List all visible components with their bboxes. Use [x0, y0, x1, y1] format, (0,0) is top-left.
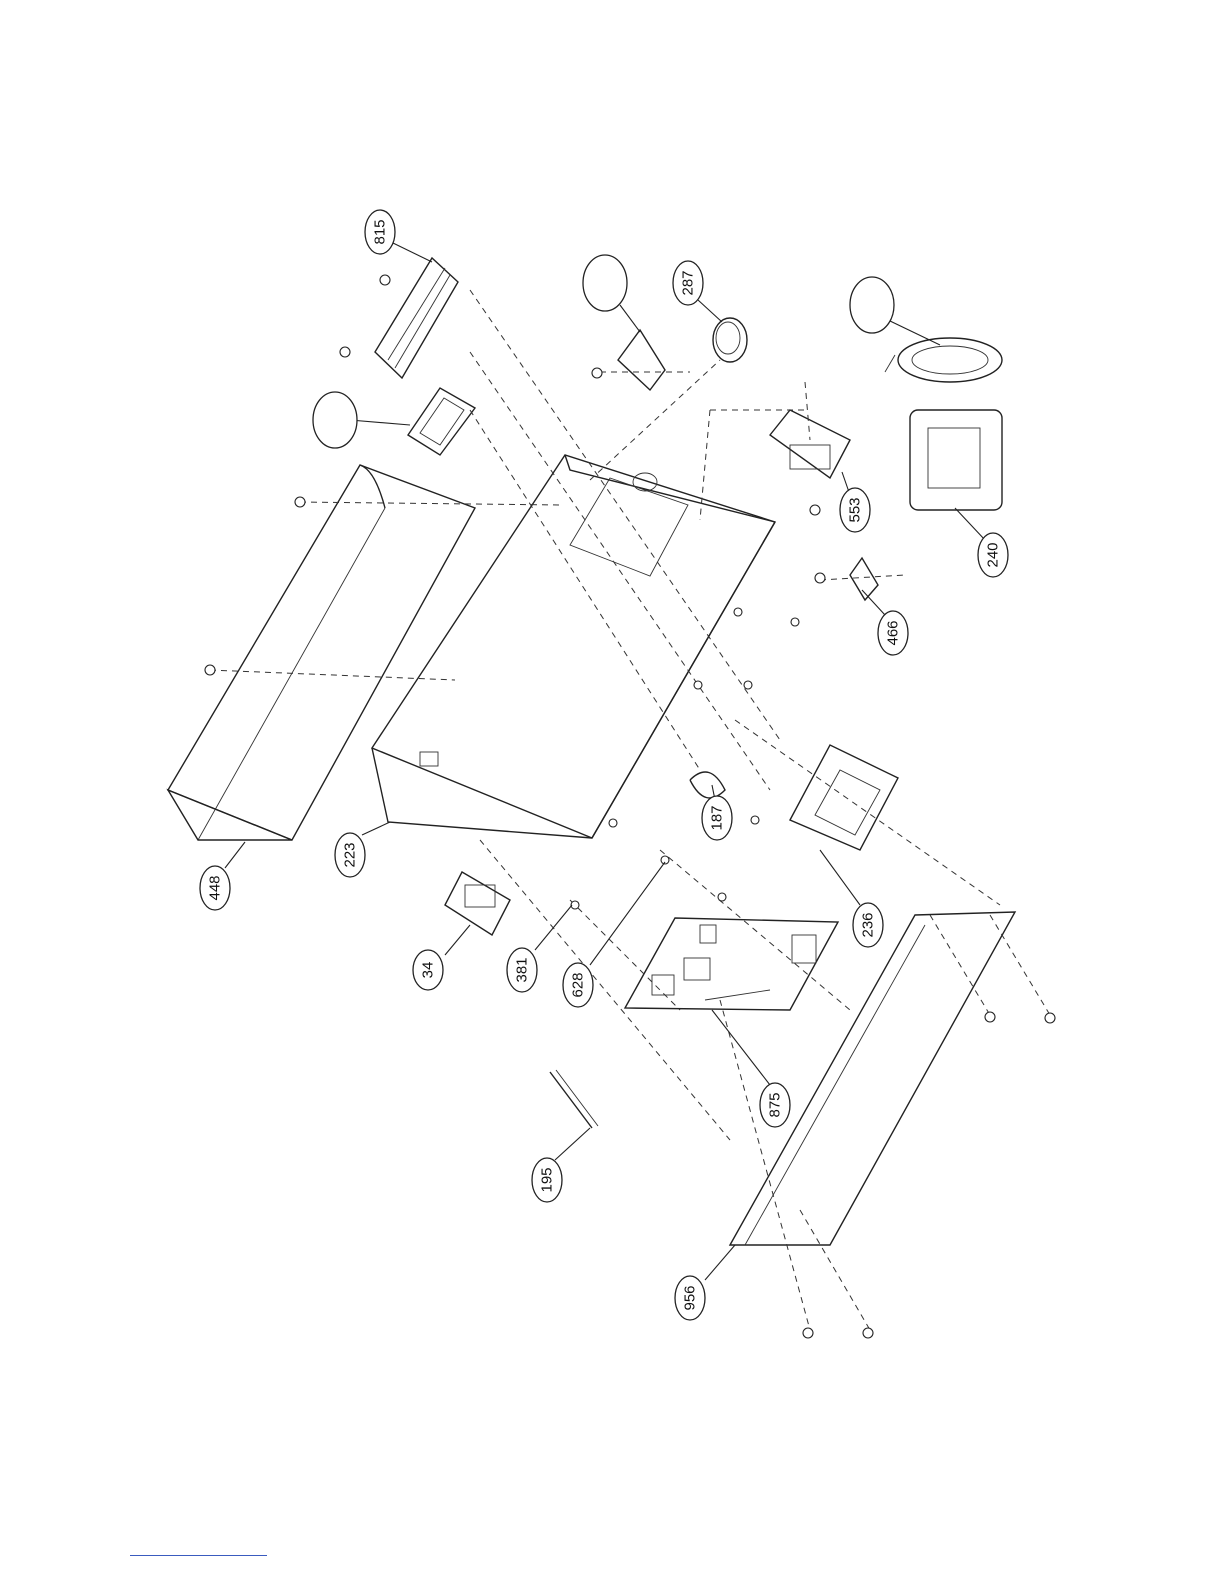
callout-223: 223	[335, 833, 365, 877]
callout-287: 287	[673, 261, 703, 305]
svg-text:187: 187	[709, 805, 726, 830]
mounting-bracket	[618, 330, 665, 390]
callout-875: 875	[760, 1083, 790, 1127]
callout-187: 187	[702, 796, 732, 840]
cable-clip	[850, 558, 878, 600]
wire-harness	[690, 772, 725, 798]
cable-coil	[885, 338, 1002, 382]
display-board	[790, 745, 898, 850]
svg-text:236: 236	[860, 912, 877, 937]
cable-tie	[550, 1070, 598, 1128]
svg-text:553: 553	[847, 497, 864, 522]
callout-240: 240	[978, 533, 1008, 577]
callout-466: 466	[878, 611, 908, 655]
callout-553: 553	[840, 488, 870, 532]
svg-text:381: 381	[514, 957, 531, 982]
callout-34: 34	[413, 950, 443, 990]
svg-text:287: 287	[680, 270, 697, 295]
callout-381: 381	[507, 948, 537, 992]
relay	[445, 872, 510, 935]
callout-blank-a	[583, 255, 627, 311]
callout-956: 956	[675, 1276, 705, 1320]
svg-text:34: 34	[420, 962, 437, 979]
svg-text:956: 956	[682, 1285, 699, 1310]
svg-text:240: 240	[985, 542, 1002, 567]
callout-blank-b	[313, 392, 357, 448]
callout-448: 448	[200, 866, 230, 910]
top-cover-panel	[168, 465, 475, 840]
coin-battery	[713, 318, 747, 362]
svg-text:875: 875	[767, 1092, 784, 1117]
callout-blank-c	[850, 277, 894, 333]
main-circuit-board	[625, 918, 838, 1010]
svg-text:223: 223	[342, 842, 359, 867]
svg-text:628: 628	[570, 972, 587, 997]
filter-window	[408, 388, 475, 455]
svg-text:195: 195	[539, 1167, 556, 1192]
callout-815: 815	[365, 210, 395, 254]
svg-text:815: 815	[372, 219, 389, 244]
callout-195: 195	[532, 1158, 562, 1202]
transformer	[770, 410, 850, 478]
footer-rule	[130, 1555, 267, 1556]
main-chassis-box	[372, 455, 775, 838]
remote-controller	[910, 410, 1002, 510]
svg-text:466: 466	[885, 620, 902, 645]
callout-628: 628	[563, 963, 593, 1007]
callout-236: 236	[853, 903, 883, 947]
svg-text:448: 448	[207, 875, 224, 900]
